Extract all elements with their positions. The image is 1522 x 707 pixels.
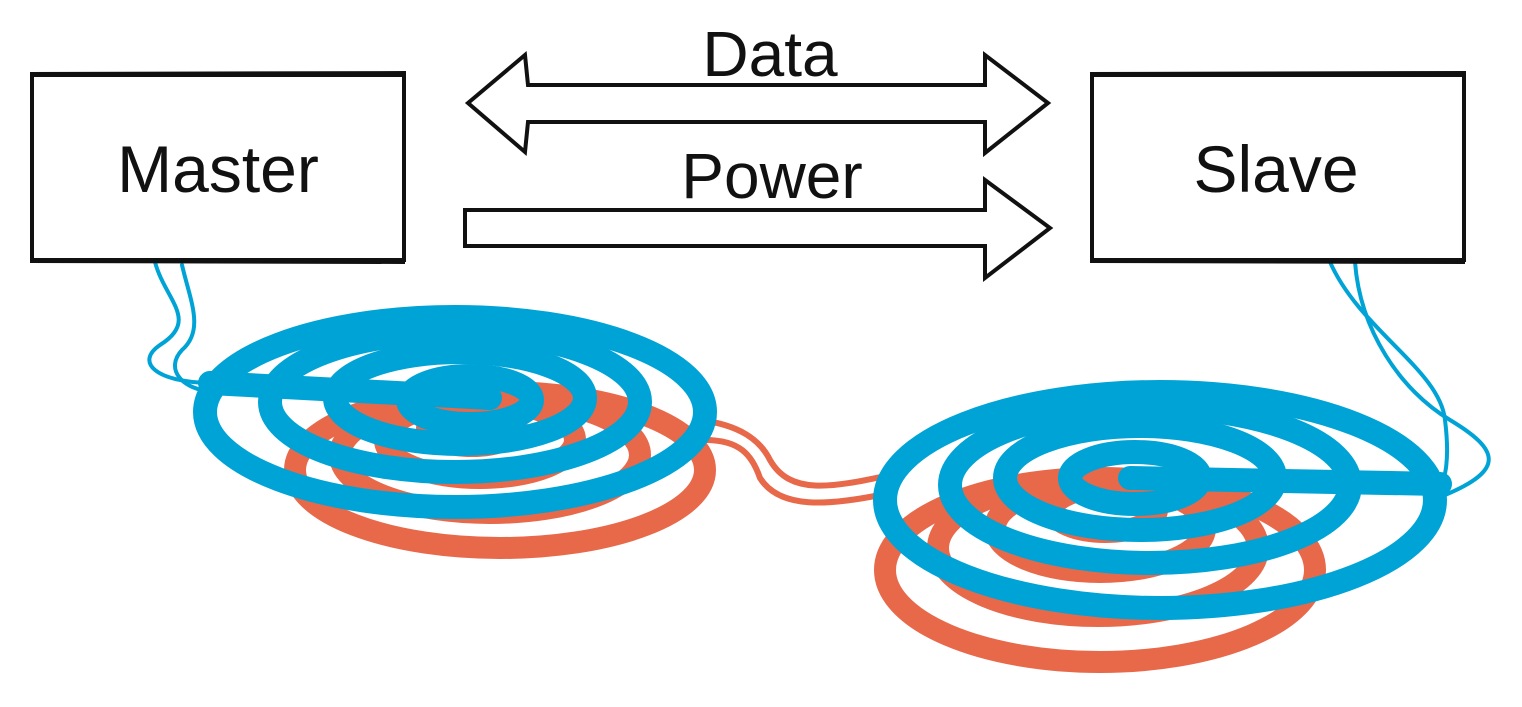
orange-interconnect <box>697 417 893 506</box>
power-arrow: Power <box>463 140 1054 283</box>
right-lead-wires <box>1328 260 1491 497</box>
master-label: Master <box>117 132 319 206</box>
power-label: Power <box>681 140 862 212</box>
left-lead-wires <box>147 260 217 394</box>
data-label: Data <box>702 18 838 90</box>
left-blue-coil <box>193 305 717 519</box>
slave-box: Slave <box>1089 71 1467 264</box>
master-box: Master <box>29 71 407 264</box>
data-arrow: Data <box>464 18 1052 158</box>
right-blue-coil <box>873 380 1452 620</box>
slave-label: Slave <box>1193 132 1358 206</box>
